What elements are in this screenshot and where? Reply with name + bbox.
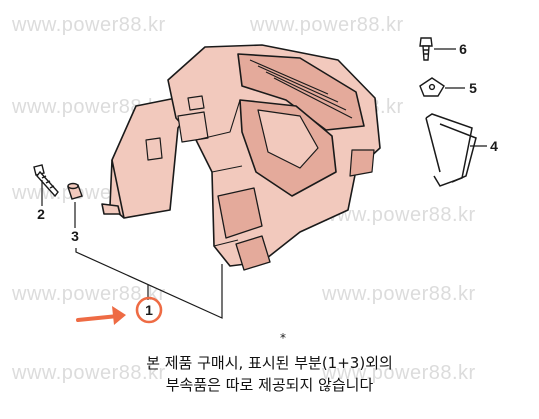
engine-cover-part [101,44,381,271]
watermark: www.power88.kr [322,283,476,305]
screw-part-6 [419,37,433,61]
watermark: www.power88.kr [12,96,166,118]
clip-part-5 [419,77,445,97]
note-line-1: 본 제품 구매시, 표시된 부분(1+3)외의 [146,354,393,372]
callout-number-1: 1 [145,302,153,318]
note-asterisk: * [280,331,286,345]
watermark: www.power88.kr [12,14,166,36]
highlight-circle [135,296,163,324]
callout-number-2: 2 [37,206,45,222]
spacer-part-3 [67,182,83,200]
wire-clip-part-4 [425,113,477,187]
watermark: www.power88.kr [250,14,404,36]
watermark: www.power88.kr [12,283,166,305]
callout-number-5: 5 [469,80,477,96]
note-line-2: 부속품은 따로 제공되지 않습니다 [165,376,374,394]
watermark: www.power88.kr [322,362,476,384]
callout-number-3: 3 [71,228,79,244]
bolt-part-2 [33,164,59,198]
pointer-arrow [76,306,126,325]
callout-number-6: 6 [459,41,467,57]
leader-bracket-1 [75,248,223,319]
callout-number-4: 4 [490,138,498,154]
watermark: www.power88.kr [322,204,476,226]
watermark: www.power88.kr [12,362,166,384]
